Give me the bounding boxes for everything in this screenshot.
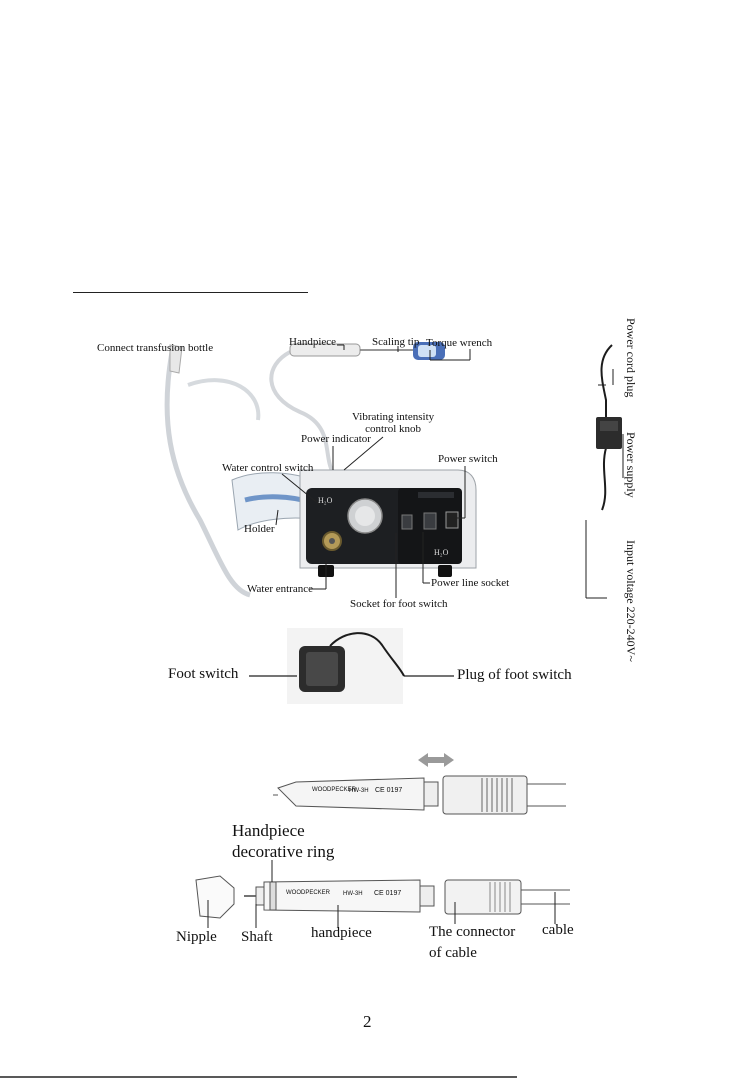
label-holder: Holder <box>244 523 275 535</box>
handpiece-cable <box>269 350 342 480</box>
label-handpiece-body: handpiece <box>311 925 372 941</box>
power-line-socket <box>423 512 437 530</box>
nipple-part <box>195 875 235 919</box>
device-h2o-left: H₂O <box>318 496 333 505</box>
label-scaling-tip: Scaling tip <box>372 336 420 348</box>
foot-switch-socket <box>401 514 413 530</box>
label-input-voltage: Input voltage 220-240V~ <box>624 540 638 662</box>
label-foot-switch: Foot switch <box>168 666 239 682</box>
label-cable: cable <box>542 922 574 938</box>
handpiece-model-top: HW-3H <box>349 788 369 794</box>
handpiece-ce: CE 0197 <box>374 890 402 897</box>
foot-switch-cable <box>329 632 405 677</box>
double-arrow-icon <box>418 753 454 767</box>
transfusion-tube <box>164 351 251 598</box>
label-transfusion: Connect transfusion bottle <box>97 342 214 354</box>
handpiece-body <box>263 879 421 913</box>
label-power-cord-plug: Power cord plug <box>624 318 638 398</box>
label-water-entrance: Water entrance <box>247 583 313 595</box>
label-power-supply: Power supply <box>624 432 638 498</box>
section-rule <box>73 292 308 293</box>
transfusion-tube-branch <box>187 378 261 421</box>
power-switch-rocker <box>445 511 459 529</box>
label-connector: The connector of cable <box>429 924 516 961</box>
label-power-line-socket: Power line socket <box>431 577 510 589</box>
decorative-ring <box>269 881 277 911</box>
handpiece-model: HW-3H <box>343 891 363 897</box>
label-torque-wrench: Torque wrench <box>426 337 493 349</box>
handpiece-brand-top: WOODPECKER <box>312 787 357 793</box>
label-shaft: Shaft <box>241 929 273 945</box>
device-h2o-right: H₂O <box>434 548 449 557</box>
label-decorative-ring: Handpiece decorative ring <box>232 821 335 861</box>
cable-connector <box>444 879 522 915</box>
page-number: 2 <box>363 1012 372 1031</box>
handpiece-brand: WOODPECKER <box>286 890 331 896</box>
label-vibrating-knob: Vibrating intensity control knob <box>352 411 435 435</box>
cable-connector-top <box>442 775 528 815</box>
label-foot-switch-socket: Socket for foot switch <box>350 598 448 610</box>
label-foot-switch-plug: Plug of foot switch <box>457 667 572 683</box>
tube-connector <box>169 344 183 374</box>
power-cord <box>600 344 613 511</box>
label-handpiece: Handpiece <box>289 336 337 348</box>
label-power-switch: Power switch <box>438 453 498 465</box>
label-power-indicator: Power indicator <box>301 433 371 445</box>
label-nipple: Nipple <box>176 929 217 945</box>
handpiece-top-body <box>277 777 425 811</box>
label-water-control: Water control switch <box>222 462 314 474</box>
handpiece-ce-top: CE 0197 <box>375 787 403 794</box>
